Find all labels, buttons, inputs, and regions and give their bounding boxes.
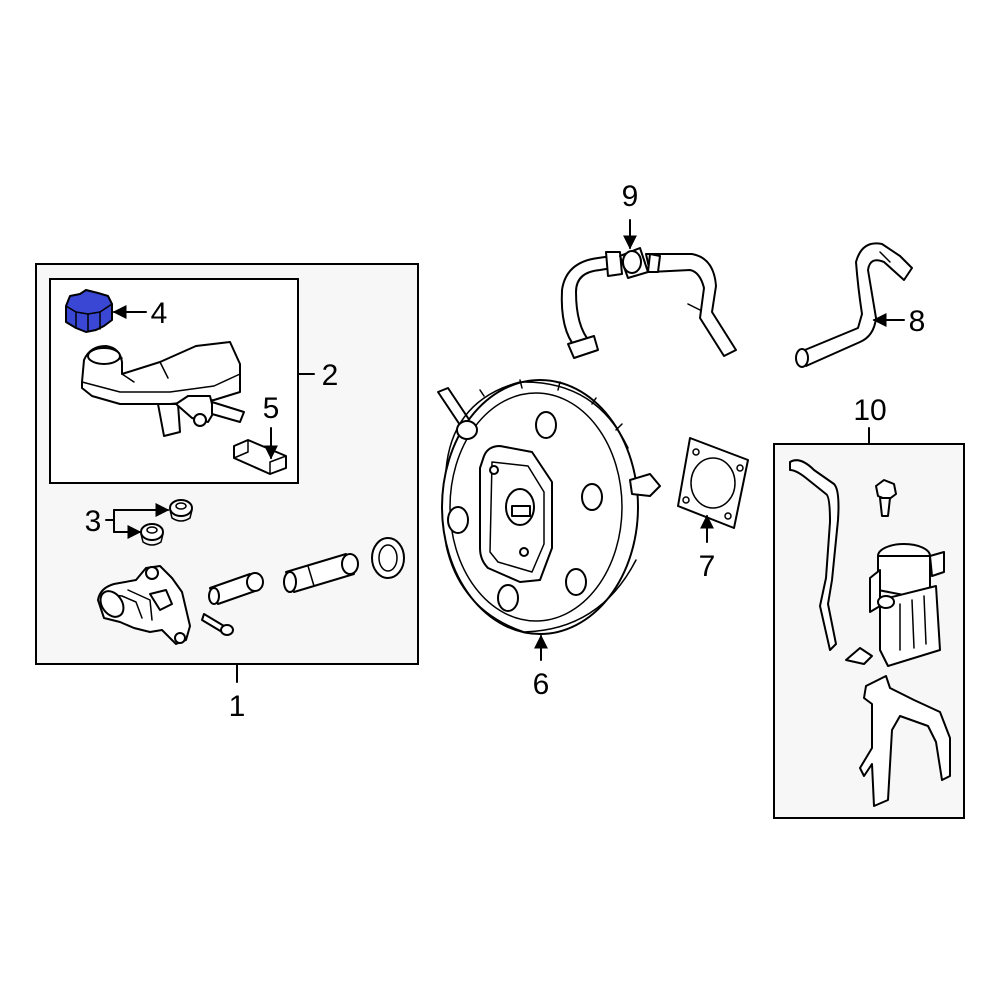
reservoir-part[interactable] [81, 341, 245, 437]
level-sensor-part[interactable] [233, 439, 287, 475]
pump-clip-part[interactable] [845, 647, 873, 665]
pump-bracket-part[interactable] [859, 675, 951, 807]
leader-lines [105, 219, 905, 683]
o-ring-part[interactable] [371, 537, 405, 579]
reservoir-cap-part[interactable] [65, 289, 113, 333]
vacuum-pump-part[interactable] [869, 543, 945, 667]
callout-9[interactable]: 9 [622, 180, 639, 213]
callout-5[interactable]: 5 [263, 392, 280, 425]
vacuum-pipe-part[interactable] [789, 459, 840, 651]
callout-7[interactable]: 7 [699, 550, 716, 583]
callout-6[interactable]: 6 [533, 668, 550, 701]
master-cylinder-body[interactable] [96, 565, 191, 645]
callout-10[interactable]: 10 [853, 394, 886, 427]
grommet-part-upper[interactable] [169, 499, 193, 522]
vacuum-hose-part[interactable] [560, 247, 737, 359]
callout-8[interactable]: 8 [909, 305, 926, 338]
callout-3[interactable]: 3 [85, 505, 102, 538]
fitting-part-small[interactable] [208, 572, 264, 605]
fitting-part-large[interactable] [283, 553, 359, 593]
hose-part-8[interactable] [795, 242, 913, 368]
brake-booster-part[interactable] [437, 379, 661, 635]
callout-1[interactable]: 1 [229, 690, 246, 723]
callout-4[interactable]: 4 [151, 297, 168, 330]
booster-gasket-part[interactable] [677, 437, 749, 529]
pump-bolt-part[interactable] [875, 479, 897, 517]
callout-labels: 1 2 3 4 5 6 7 8 9 10 [85, 180, 926, 723]
callout-2[interactable]: 2 [322, 359, 339, 392]
mounting-bolt-part[interactable] [201, 613, 234, 636]
